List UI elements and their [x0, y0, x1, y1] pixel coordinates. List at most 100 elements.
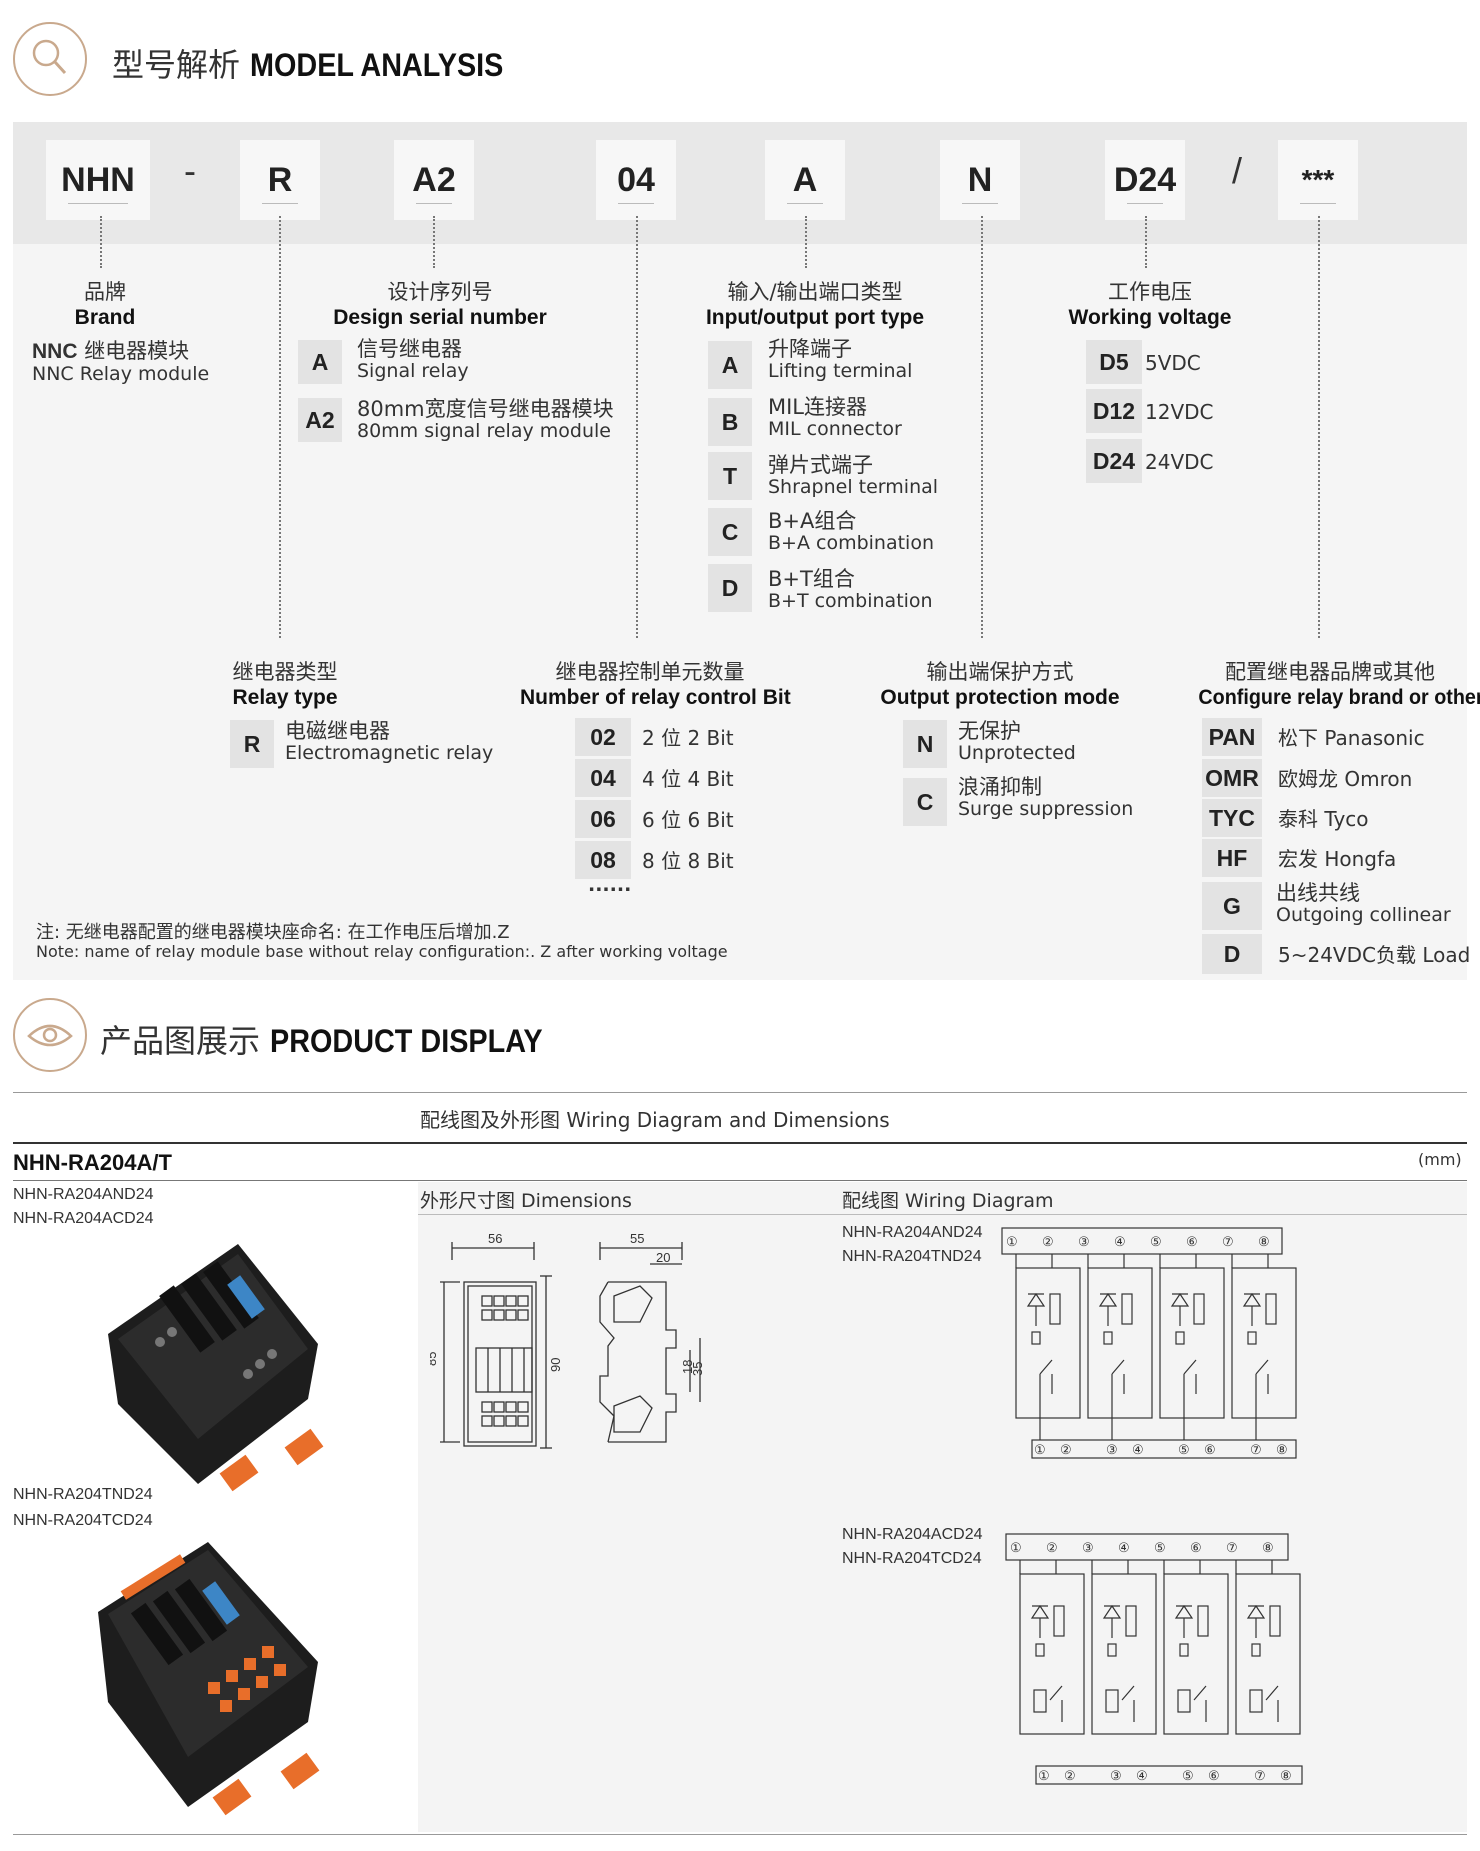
io-category: 输入/输出端口类型 Input/output port type [700, 276, 930, 330]
bits-desc-02: 2 位 2 Bit [642, 726, 734, 750]
brand-config-desc-omr: 欧姆龙 Omron [1278, 767, 1413, 791]
note-en: Note: name of relay module base without … [36, 942, 728, 961]
terminal-label: ③ [1106, 1442, 1118, 1457]
terminal-label: ① [1010, 1540, 1022, 1555]
bits-desc-04: 4 位 4 Bit [642, 767, 734, 791]
wiring1-model: NHN-RA204AND24 [842, 1224, 983, 1241]
protection-key-c: C [903, 778, 947, 826]
terminal-label: ④ [1114, 1234, 1126, 1249]
code-dash: - [184, 150, 196, 191]
terminal-label: ⑦ [1222, 1234, 1234, 1249]
wiring-title: 配线图 Wiring Diagram [842, 1190, 1054, 1212]
variant-label: NHN-RA204TCD24 [13, 1512, 153, 1529]
terminal-label: ⑥ [1186, 1234, 1198, 1249]
connector-brand [100, 216, 102, 268]
relay-type-key-r: R [230, 720, 274, 768]
terminal-label: ⑦ [1254, 1768, 1266, 1783]
bits-zh: 继电器控制单元数量 [555, 660, 745, 684]
dim-h3: 18 [680, 1360, 695, 1374]
panel-title-rule [418, 1214, 1467, 1215]
brand-config-key-pan: PAN [1202, 718, 1262, 756]
terminal-label: ⑤ [1182, 1768, 1194, 1783]
design-zh: 设计序列号 [387, 280, 493, 304]
terminal-label: ⑧ [1276, 1442, 1288, 1457]
design-en: Design serial number [333, 306, 547, 329]
wiring2-model: NHN-RA204ACD24 [842, 1526, 983, 1543]
brand-category: 品牌 Brand [40, 276, 170, 330]
model-title: NHN-RA204A/T [13, 1150, 172, 1175]
variant-label: NHN-RA204ACD24 [13, 1210, 154, 1227]
relay-type-en: Relay type [232, 686, 338, 709]
brand-value-bold: NNC [32, 340, 78, 363]
io-key-d: D [708, 564, 752, 612]
dim-h4: 35 [690, 1362, 705, 1376]
terminal-label: ⑦ [1226, 1540, 1238, 1555]
voltage-zh: 工作电压 [1108, 280, 1192, 304]
protection-en: Output protection mode [880, 686, 1120, 709]
voltage-category: 工作电压 Working voltage [1060, 276, 1240, 330]
bits-en: Number of relay control Bit [520, 686, 791, 709]
terminal-label: ③ [1078, 1234, 1090, 1249]
terminal-label: ⑤ [1154, 1540, 1166, 1555]
io-zh: 输入/输出端口类型 [727, 280, 903, 304]
code-bits: 04 [596, 140, 676, 220]
io-key-t: T [708, 452, 752, 500]
table-header-rule [13, 1142, 1467, 1144]
connector-design [433, 216, 435, 268]
terminal-label: ② [1046, 1540, 1058, 1555]
design-key-a2: A2 [298, 398, 342, 442]
brand-value: NNC 继电器模块 NNC Relay module [32, 340, 209, 385]
bits-key-06: 06 [575, 800, 631, 838]
bits-key-02: 02 [575, 718, 631, 756]
terminal-label: ③ [1082, 1540, 1094, 1555]
connector-relay-type [279, 216, 281, 638]
section-title-zh: 产品图展示 [100, 1022, 261, 1060]
bits-key-08: 08 [575, 841, 631, 879]
terminal-label: ⑧ [1258, 1234, 1270, 1249]
terminal-label: ② [1042, 1234, 1054, 1249]
voltage-desc-d5: 5VDC [1145, 351, 1201, 375]
connector-voltage [1145, 216, 1147, 268]
connector-protection [981, 216, 983, 638]
table-header: 配线图及外形图 Wiring Diagram and Dimensions [420, 1108, 890, 1132]
dim-w2: 55 [630, 1231, 644, 1246]
terminal-label: ④ [1118, 1540, 1130, 1555]
code-relay-type: R [240, 140, 320, 220]
protection-zh: 输出端保护方式 [926, 660, 1074, 684]
connector-brand-config [1318, 216, 1320, 638]
terminal-label: ⑥ [1204, 1442, 1216, 1457]
bits-key-04: 04 [575, 759, 631, 797]
brand-config-key-omr: OMR [1202, 759, 1262, 797]
brand-config-key-g: G [1202, 882, 1262, 930]
terminal-label: ⑥ [1208, 1768, 1220, 1783]
connector-bits [636, 216, 638, 638]
bits-more: ...... [588, 874, 632, 896]
diagram-panel [418, 1182, 1467, 1832]
magnifier-icon [32, 39, 67, 75]
voltage-en: Working voltage [1068, 306, 1232, 329]
brand-config-key-d: D [1202, 934, 1262, 974]
brand-config-en: Configure relay brand or other [1198, 686, 1480, 709]
brand-config-desc-hf: 宏发 Hongfa [1278, 847, 1397, 871]
code-design-serial: A2 [394, 140, 474, 220]
terminal-label: ④ [1136, 1768, 1148, 1783]
terminal-label: ④ [1132, 1442, 1144, 1457]
wiring1-model: NHN-RA204TND24 [842, 1248, 982, 1265]
brand-config-desc-pan: 松下 Panasonic [1278, 726, 1425, 750]
code-protection: N [940, 140, 1020, 220]
brand-value-zh: 继电器模块 [84, 339, 190, 363]
table-top-rule [13, 1092, 1467, 1093]
io-key-a: A [708, 341, 752, 389]
note-zh: 注: 无继电器配置的继电器模块座命名: 在工作电压后增加.Z [36, 922, 510, 943]
terminal-label: ① [1034, 1442, 1046, 1457]
code-slash: / [1232, 150, 1243, 191]
section-title-en: PRODUCT DISPLAY [270, 1023, 543, 1059]
